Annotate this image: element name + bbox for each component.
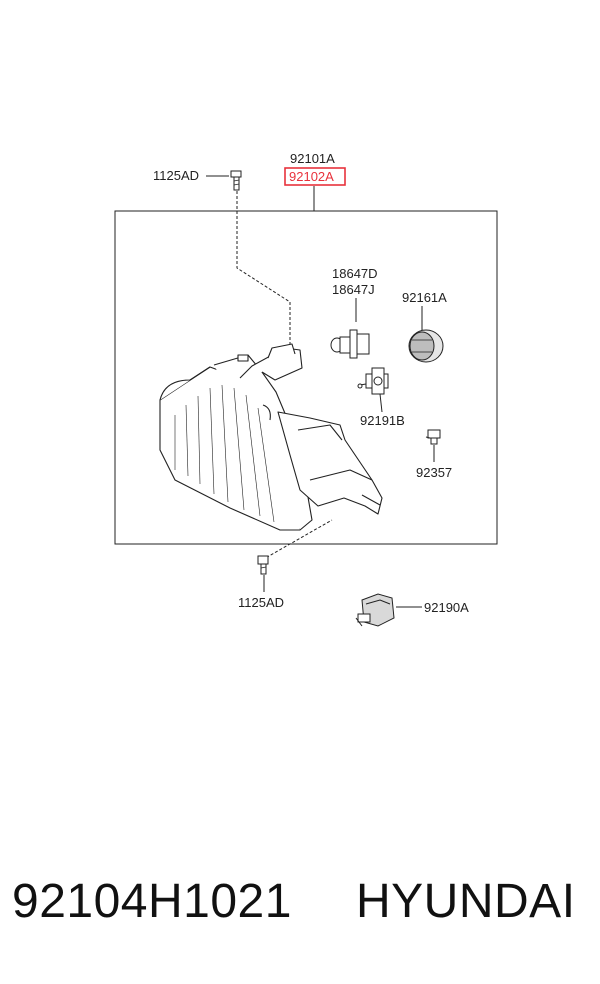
leveling-actuator-icon [355, 593, 395, 627]
label-92357[interactable]: 92357 [416, 465, 452, 480]
socket-icon [357, 367, 389, 395]
part-number-caption: 92104H1021 [12, 875, 292, 928]
assembly-frame [114, 210, 498, 545]
bulb-icon [330, 329, 370, 359]
socket-leader [379, 393, 383, 413]
dust-cap-icon [408, 329, 444, 363]
label-92101a[interactable]: 92101A [290, 151, 335, 166]
label-1125ad-bottom[interactable]: 1125AD [238, 595, 284, 610]
headlamp-housing-icon [159, 343, 383, 531]
label-92161a[interactable]: 92161A [402, 290, 447, 305]
screw-icon [425, 429, 441, 445]
label-1125ad-top[interactable]: 1125AD [153, 168, 199, 183]
label-18647j[interactable]: 18647J [332, 282, 375, 297]
label-18647d[interactable]: 18647D [332, 266, 378, 281]
bolt-bottom-icon [257, 555, 269, 575]
label-92190a[interactable]: 92190A [424, 600, 469, 615]
bolt-top-icon [230, 170, 242, 191]
bolt-top-dashed-path [236, 191, 291, 350]
highlight-box [284, 167, 346, 186]
label-92191b[interactable]: 92191B [360, 413, 405, 428]
bolt-bottom-dashed-path [261, 519, 333, 561]
label-92102a[interactable]: 92102A [289, 169, 334, 184]
brand-caption: HYUNDAI [356, 875, 576, 928]
